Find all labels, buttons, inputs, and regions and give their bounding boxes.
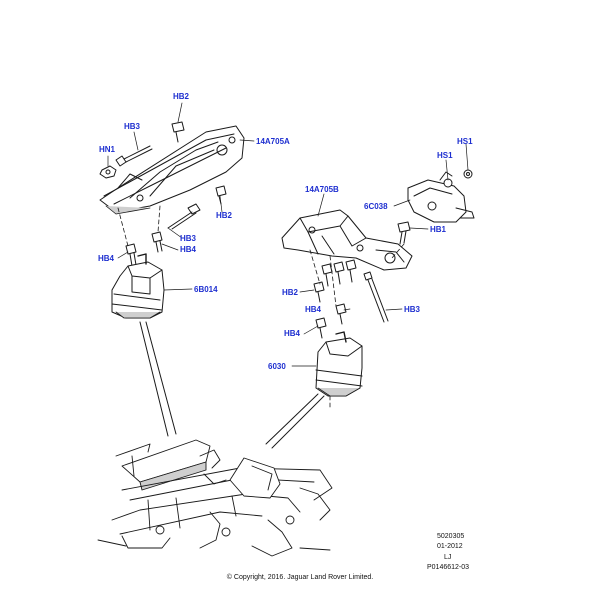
copyright-notice: © Copyright, 2016. Jaguar Land Rover Lim… bbox=[226, 574, 374, 581]
callout-hb2-right: HB2 bbox=[282, 288, 299, 297]
bolt-hb4-right-a bbox=[315, 317, 327, 339]
callout-6c038: 6C038 bbox=[364, 202, 388, 211]
bolt-hb3-mid bbox=[167, 203, 201, 230]
callout-hs1-b: HS1 bbox=[457, 137, 473, 146]
assembly-guide-lines bbox=[117, 205, 405, 411]
callout-hb4-left-a: HB4 bbox=[98, 254, 115, 263]
bolt-hb4-right-b bbox=[335, 303, 347, 325]
bolt-hb1 bbox=[397, 221, 411, 245]
engine-bracket-left bbox=[99, 125, 245, 215]
callout-hb4-left-b: HB4 bbox=[180, 245, 197, 254]
callout-hb3-top: HB3 bbox=[124, 122, 141, 131]
reference-date: 01-2012 bbox=[437, 543, 463, 550]
bolt-hb3-right bbox=[363, 271, 389, 323]
bolt-hb4-left-b bbox=[151, 231, 163, 253]
engine-bracket-right bbox=[281, 209, 413, 271]
reference-initials: LJ bbox=[444, 554, 452, 561]
callout-hb3-right: HB3 bbox=[404, 305, 421, 314]
callout-hb3-mid: HB3 bbox=[180, 234, 197, 243]
callout-14a705b: 14A705B bbox=[305, 185, 339, 194]
callout-hb4-right-a: HB4 bbox=[305, 305, 322, 314]
nut-hn1 bbox=[99, 165, 117, 179]
bolts-right-cluster bbox=[321, 259, 357, 287]
engine-mount-left bbox=[111, 253, 165, 319]
callout-hb4-right-b: HB4 bbox=[284, 329, 301, 338]
callout-hb1: HB1 bbox=[430, 225, 447, 234]
callout-hs1-a: HS1 bbox=[437, 151, 453, 160]
chassis-frame bbox=[97, 439, 333, 557]
bolt-hb3-top bbox=[115, 145, 153, 167]
bracket-6c038 bbox=[407, 171, 475, 223]
callout-hn1: HN1 bbox=[99, 145, 116, 154]
callout-14a705a: 14A705A bbox=[256, 137, 290, 146]
callout-leaders bbox=[107, 102, 469, 367]
callout-hb2-mid: HB2 bbox=[216, 211, 233, 220]
callout-6030: 6030 bbox=[268, 362, 286, 371]
reference-code: 5020305 bbox=[437, 533, 465, 540]
callout-6b014: 6B014 bbox=[194, 285, 218, 294]
illustration-number: P0146612-03 bbox=[427, 564, 470, 571]
bolt-hb4-left-a bbox=[125, 243, 137, 267]
bolt-hb2-right bbox=[313, 281, 325, 303]
callout-hb2-top: HB2 bbox=[173, 92, 190, 101]
engine-mount-right bbox=[315, 331, 363, 397]
bolt-hb2-top bbox=[171, 121, 185, 143]
chassis-pointer-lines bbox=[139, 321, 325, 449]
nut-hs1-b bbox=[463, 169, 473, 179]
